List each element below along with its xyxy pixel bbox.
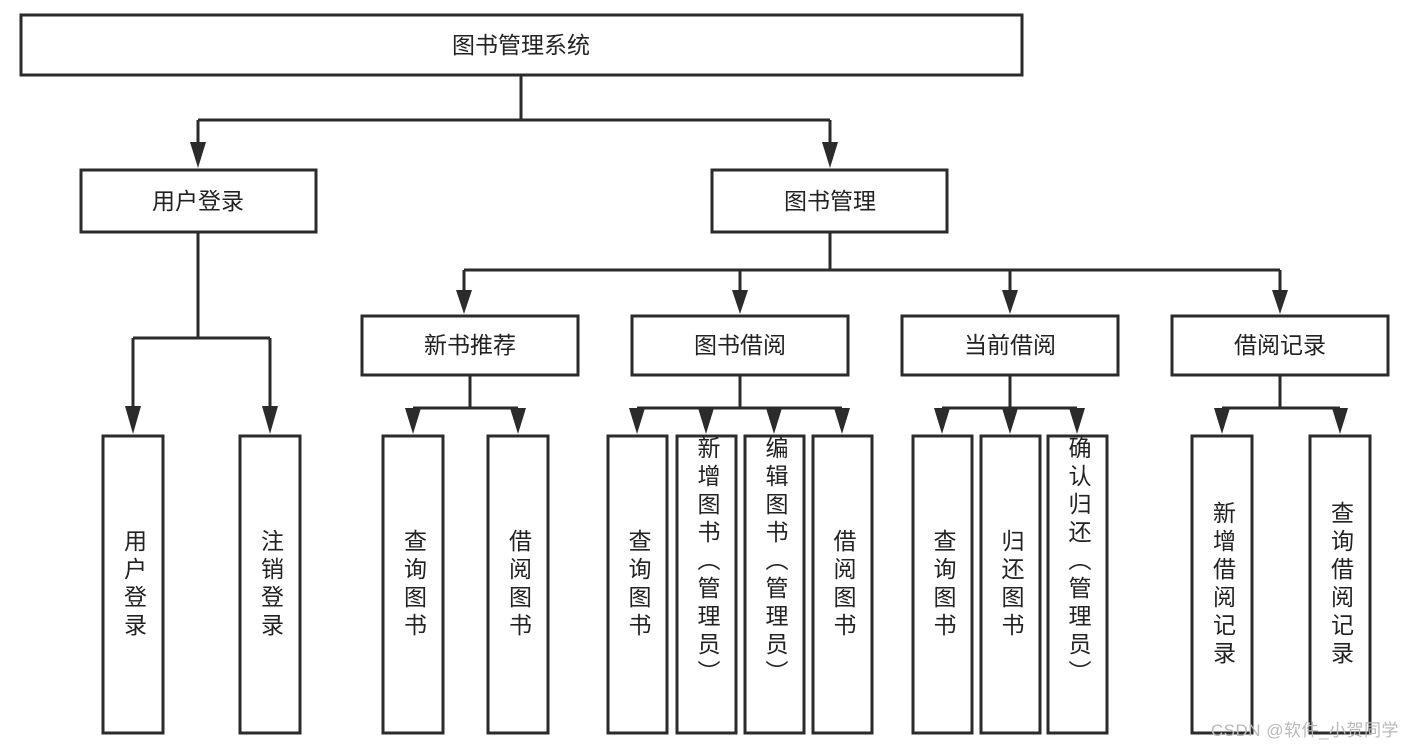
node-label-new-book-recommend: 新书推荐 (424, 332, 516, 358)
arrow-head-leaf-user-login (125, 406, 141, 434)
node-box-book-manage[interactable] (710, 168, 949, 234)
node-box-leaf-add-book[interactable] (675, 434, 738, 735)
node-box-leaf-query-book-3[interactable] (911, 434, 974, 735)
arrow-head-leaf-borrow-book-1 (510, 408, 526, 434)
node-box-leaf-query-record[interactable] (1308, 434, 1372, 735)
connector-group-book-borrow (629, 375, 850, 434)
arrow-head-leaf-add-book (698, 408, 714, 434)
node-box-current-borrow[interactable] (900, 314, 1120, 377)
node-box-user-login[interactable] (79, 168, 318, 234)
arrow-head-leaf-edit-book (766, 408, 782, 434)
node-label-root: 图书管理系统 (452, 32, 590, 58)
node-label-current-borrow: 当前借阅 (964, 332, 1056, 358)
arrow-head-leaf-borrow-book-2 (834, 408, 850, 434)
node-box-leaf-borrow-book-1[interactable] (486, 434, 550, 735)
node-label-book-borrow: 图书借阅 (694, 332, 786, 358)
arrow-head-leaf-return-book (1002, 408, 1018, 434)
arrow-head-leaf-query-record (1332, 408, 1348, 434)
arrow-head-current-borrow (1002, 290, 1018, 314)
arrow-head-book-borrow (732, 290, 748, 314)
arrow-head-user-login (190, 142, 206, 168)
arrow-head-leaf-query-book-2 (629, 408, 645, 434)
node-label-book-manage: 图书管理 (784, 188, 876, 214)
connector-group-new-book-recommend (405, 375, 526, 434)
node-box-book-borrow[interactable] (630, 314, 850, 377)
connector-group-root (190, 75, 838, 168)
arrow-head-new-book-recommend (456, 290, 472, 314)
arrow-head-leaf-query-book-1 (405, 408, 421, 434)
arrow-head-book-manage (822, 142, 838, 168)
node-box-leaf-return-book[interactable] (979, 434, 1042, 735)
node-box-leaf-add-record[interactable] (1190, 434, 1254, 735)
arrow-head-borrow-record (1272, 290, 1288, 314)
node-box-root[interactable] (19, 13, 1024, 77)
node-box-leaf-confirm-return[interactable] (1046, 434, 1109, 735)
node-box-leaf-edit-book[interactable] (743, 434, 806, 735)
connector-group-book-manage (456, 232, 1288, 314)
connector-group-borrow-record (1214, 375, 1348, 434)
watermark-text: CSDN @软件_小贺同学 (1210, 721, 1399, 740)
arrow-head-leaf-user-logout (262, 406, 278, 434)
node-box-leaf-user-login[interactable] (101, 434, 165, 735)
arrow-head-leaf-add-record (1214, 408, 1230, 434)
node-label-borrow-record: 借阅记录 (1234, 332, 1326, 358)
node-box-borrow-record[interactable] (1170, 314, 1390, 377)
node-box-leaf-query-book-2[interactable] (606, 434, 669, 735)
arrow-head-leaf-query-book-3 (934, 408, 950, 434)
connector-group-user-login (125, 232, 278, 434)
node-box-leaf-borrow-book-2[interactable] (811, 434, 874, 735)
arrow-head-leaf-confirm-return (1069, 408, 1085, 434)
node-box-leaf-user-logout[interactable] (238, 434, 302, 735)
node-box-new-book-recommend[interactable] (360, 314, 580, 377)
node-box-leaf-query-book-1[interactable] (381, 434, 445, 735)
connector-group-current-borrow (934, 375, 1085, 434)
node-label-user-login: 用户登录 (152, 188, 244, 214)
